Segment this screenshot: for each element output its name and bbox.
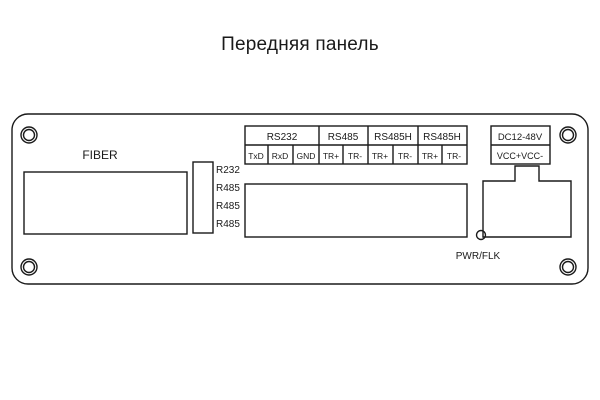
mount-hole-bottom-right [559, 258, 577, 276]
serial-terminal-block [244, 183, 468, 238]
power-pins-label: VCC+VCC- [497, 151, 543, 161]
side-label-r485-3: R485 [216, 219, 240, 230]
side-label-r232: R232 [216, 165, 240, 176]
pin-rs485-tr-minus: TR- [348, 151, 362, 161]
fiber-label: FIBER [82, 148, 118, 162]
mount-hole-top-right [559, 126, 577, 144]
pin-rs485h1-tr-plus: TR+ [372, 151, 388, 161]
side-label-r485-1: R485 [216, 183, 240, 194]
mode-switch-block [192, 161, 214, 234]
pin-rxd: RxD [272, 151, 289, 161]
pin-rs485-tr-plus: TR+ [323, 151, 339, 161]
power-header-label: DC12-48V [498, 132, 543, 143]
mount-hole-top-left [20, 126, 38, 144]
power-connector [482, 165, 572, 238]
pin-gnd: GND [297, 151, 316, 161]
panel-outline [11, 113, 589, 285]
mount-hole-bottom-left [20, 258, 38, 276]
pin-txd: TxD [248, 151, 264, 161]
side-label-r485-2: R485 [216, 201, 240, 212]
led-label: PWR/FLK [456, 251, 501, 262]
page-title: Передняя панель [221, 34, 379, 55]
pwr-led [475, 229, 487, 241]
pin-rs485h2-tr-plus: TR+ [422, 151, 438, 161]
header-rs485: RS485 [328, 132, 359, 143]
pin-rs485h2-tr-minus: TR- [447, 151, 461, 161]
pin-rs485h1-tr-minus: TR- [398, 151, 412, 161]
fiber-port [23, 171, 188, 235]
header-rs232: RS232 [267, 132, 298, 143]
header-rs485h-2: RS485H [423, 132, 461, 143]
header-rs485h-1: RS485H [374, 132, 412, 143]
